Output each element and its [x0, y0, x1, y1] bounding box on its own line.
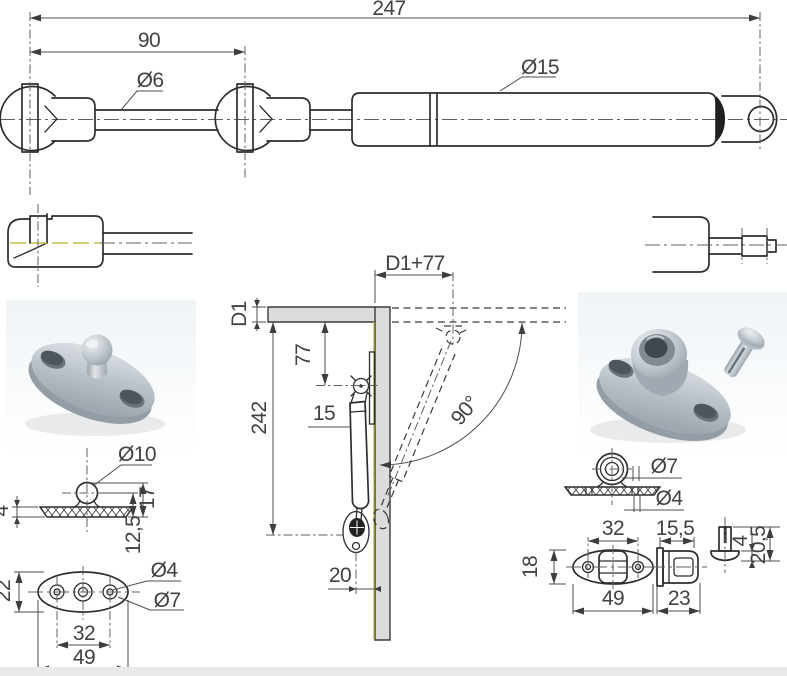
dim-ball-height: 12,5 [122, 516, 145, 554]
dim-rod-extension: 90 [138, 29, 160, 52]
eyelet-lug [721, 95, 778, 143]
detail-socket-fitting [7, 204, 193, 287]
dim-plate-length: 49 [73, 646, 95, 669]
dim-hole-spacing-2: 32 [602, 517, 624, 540]
bottom-band [0, 667, 787, 676]
dim-total-height: 17 [136, 487, 159, 509]
detail-cylinder-end [645, 216, 787, 273]
dim-panel-thickness: D1 [228, 301, 251, 327]
installation-diagram: 90° D1+77 D1 77 242 15 20 [228, 252, 566, 641]
ball-socket-fitting [0, 83, 96, 153]
dim-small-hole: Ø4 [151, 559, 179, 582]
gas-spring-closed [349, 351, 376, 522]
dim-hole-spacing: 32 [73, 622, 95, 645]
dim-boss-width: 15,5 [656, 517, 694, 540]
plate-side-view [38, 506, 135, 518]
piston-rod [94, 109, 219, 131]
dim-total-length: 247 [372, 0, 405, 20]
dim-plate-length-2: 49 [602, 587, 624, 610]
dim-rod-diameter: Ø6 [137, 69, 164, 92]
dim-plate-width: 22 [0, 580, 15, 602]
dim-tube-width: 15 [313, 402, 335, 425]
dim-large-hole: Ø7 [154, 589, 181, 612]
pin-drawing: 4 20,5 [710, 517, 780, 573]
dim-pin-head: 4 [729, 535, 752, 547]
dim-edge-offset: 20 [329, 564, 351, 587]
dim-opening-angle: 90° [447, 392, 484, 430]
dim-pin-length: 20,5 [747, 526, 770, 564]
rod-stub [102, 232, 193, 255]
front-tube [351, 92, 437, 147]
ball-bracket-drawing: Ø10 4 17 12,5 22 Ø4 Ø7 32 49 [0, 443, 184, 673]
dim-hole-diameter: Ø4 [656, 487, 684, 510]
dim-bracket-distance: D1+77 [385, 252, 444, 275]
photo-ball-stud-bracket [6, 300, 196, 455]
open-position-joint [445, 329, 461, 345]
end-cap [716, 96, 725, 142]
dim-mount-length: 242 [248, 401, 271, 434]
eyelet-bracket-drawing: Ø7 Ø4 18 32 49 15,5 23 4 2 [519, 448, 780, 615]
dim-plate-width-2: 18 [519, 556, 542, 578]
dim-total-depth: 23 [668, 587, 690, 610]
pin-3d [724, 327, 765, 378]
piston-rod-2 [309, 109, 353, 131]
dim-top-offset: 77 [292, 344, 315, 366]
dim-plate-thickness: 4 [0, 505, 13, 517]
eyelet-hole [747, 105, 775, 133]
dim-tube-diameter: Ø15 [521, 56, 559, 79]
ball-stud-3d [81, 334, 113, 366]
dim-eye-diameter: Ø7 [651, 455, 678, 478]
gas-spring-side-view: 247 90 Ø6 Ø15 [0, 0, 787, 195]
cabinet-panels [267, 306, 391, 641]
photo-eyelet-bracket [578, 292, 787, 458]
dim-ball-diameter: Ø10 [118, 443, 156, 466]
